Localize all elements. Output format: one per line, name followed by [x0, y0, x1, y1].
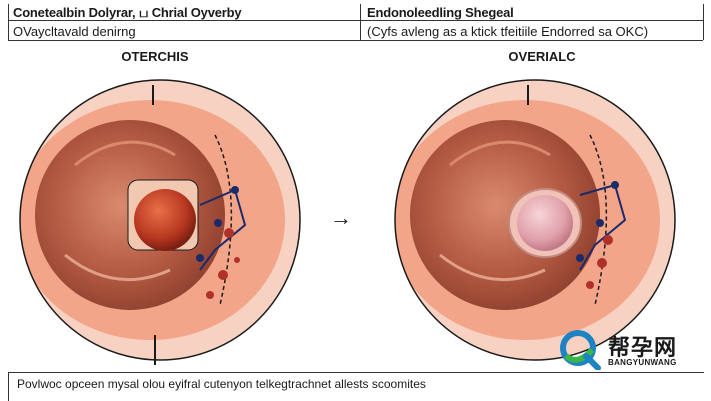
left-subtitle: OVaycltavald denirng [13, 24, 136, 39]
caption-frame [8, 372, 704, 401]
header-rule-top [8, 20, 703, 21]
left-title: Conetealbin Dolyrar, ப Chrial Oyverby [13, 5, 242, 20]
header-divider [360, 4, 361, 40]
logo-english-text: BANGYUNWANG [608, 358, 677, 367]
figure-caption: Povlwoc opceen mysal olou eyifral cuteny… [17, 377, 426, 391]
watermark-logo: 帮孕网 BANGYUNWANG [558, 330, 703, 370]
right-panel-label: OVERIALC [508, 49, 576, 64]
left-ovary-diagram [19, 79, 301, 365]
logo-chinese-text: 帮孕网 [608, 336, 678, 361]
header-rule-bottom [8, 40, 703, 41]
right-ovary-diagram [394, 79, 676, 361]
right-subtitle: (Cyfs avleng as a ktick tfeitiile Endorr… [367, 24, 649, 39]
right-title: Endonoleedling Shegeal [367, 5, 514, 20]
q-logo-icon [560, 330, 601, 370]
frame-left-edge [8, 4, 9, 40]
left-panel-label: OTERCHIS [121, 49, 189, 64]
transition-arrow: → [330, 205, 352, 230]
frame-right-edge [703, 4, 704, 40]
